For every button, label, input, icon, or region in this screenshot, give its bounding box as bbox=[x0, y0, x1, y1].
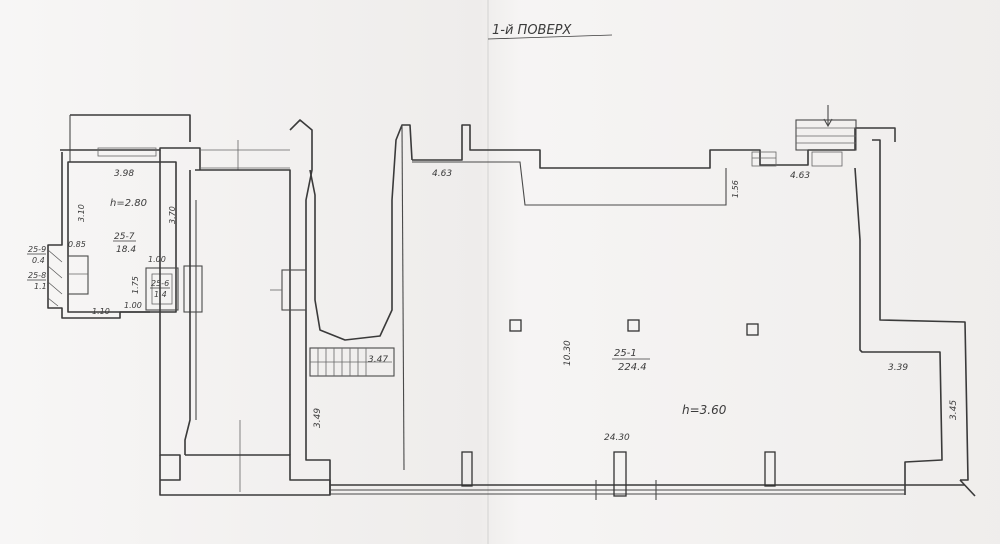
hall-right-outer bbox=[872, 139, 969, 481]
hatch-line bbox=[47, 265, 63, 279]
room-1-height: h=3.60 bbox=[682, 403, 727, 417]
dim-100a: 1.00 bbox=[148, 255, 166, 264]
room-1-id: 25-1 bbox=[614, 348, 637, 359]
dim-085: 0.85 bbox=[68, 240, 86, 249]
pier-1 bbox=[461, 451, 473, 487]
vent-box bbox=[751, 151, 777, 167]
dim-370: 3.70 bbox=[168, 206, 177, 224]
entry-box bbox=[795, 119, 857, 151]
dim-398: 3.98 bbox=[114, 169, 134, 179]
left-top-outline bbox=[70, 114, 191, 142]
title-underline bbox=[487, 34, 613, 40]
column-3 bbox=[746, 323, 759, 336]
thick-wall bbox=[289, 119, 331, 495]
dim-463b: 4.63 bbox=[790, 171, 810, 181]
facade-end bbox=[959, 479, 976, 497]
room-7-left-wall bbox=[47, 152, 150, 319]
room-8-id: 25-8 bbox=[28, 271, 46, 280]
room-1-area: 224.4 bbox=[618, 362, 647, 373]
room-7-height: h=2.80 bbox=[110, 198, 147, 209]
dim-175: 1.75 bbox=[131, 276, 140, 294]
floor-title: 1-й ПОВЕРХ bbox=[492, 23, 573, 38]
room-6-box bbox=[145, 267, 179, 311]
page-fold bbox=[487, 0, 489, 544]
left-wall-hatch bbox=[47, 249, 63, 307]
pier-2 bbox=[613, 451, 627, 497]
dim-2430: 24.30 bbox=[604, 433, 630, 443]
hall-left-wall bbox=[401, 124, 405, 471]
room-7-id: 25-7 bbox=[114, 232, 135, 242]
room-9-id: 25-9 bbox=[28, 245, 46, 254]
wall-niche bbox=[281, 269, 307, 311]
dim-1030: 10.30 bbox=[563, 340, 573, 366]
labels: 1-й ПОВЕРХ 3.98 h=2.80 3.10 3.70 25-7 18… bbox=[27, 23, 959, 443]
room-7-area: 18.4 bbox=[116, 245, 136, 255]
room-8-area: 1.1 bbox=[34, 282, 47, 291]
dim-463a: 4.63 bbox=[432, 169, 452, 179]
column-2 bbox=[627, 319, 640, 332]
room-6-area: 1.4 bbox=[154, 290, 167, 299]
dim-156: 1.56 bbox=[731, 180, 740, 198]
hatch-line bbox=[47, 297, 59, 307]
closet-8 bbox=[67, 255, 89, 295]
room-9-area: 0.4 bbox=[32, 256, 45, 265]
left-bottom-walls bbox=[159, 454, 331, 496]
hall-right-inner bbox=[854, 167, 943, 495]
stair-block bbox=[309, 347, 395, 377]
dim-345: 3.45 bbox=[949, 400, 959, 420]
stair-curved-wall bbox=[309, 124, 413, 341]
entry-arrowhead bbox=[823, 118, 833, 128]
long-room-walls bbox=[195, 169, 291, 455]
hatch-line bbox=[47, 281, 63, 295]
hall-inner-top bbox=[412, 161, 727, 206]
room-7-window bbox=[97, 147, 157, 157]
vent-box-2 bbox=[811, 151, 843, 167]
hatch-line bbox=[47, 249, 63, 263]
dim-339: 3.39 bbox=[888, 363, 908, 373]
corridor-left-wall bbox=[159, 150, 181, 481]
column-1 bbox=[509, 319, 522, 332]
corridor-inner bbox=[184, 170, 191, 455]
pier-3 bbox=[764, 451, 776, 487]
room-7-top-wall bbox=[60, 147, 201, 170]
room-6-id: 25-6 bbox=[151, 279, 169, 288]
dim-110: 1.10 bbox=[92, 307, 110, 316]
dim-100b: 1.00 bbox=[124, 301, 142, 310]
dim-349: 3.49 bbox=[313, 408, 323, 428]
main-hall-walls bbox=[309, 105, 976, 500]
room-7-inner bbox=[67, 161, 177, 313]
room-6-inner bbox=[151, 273, 173, 305]
entry-stair bbox=[751, 105, 857, 167]
left-wing-walls bbox=[47, 114, 331, 496]
dim-347: 3.47 bbox=[368, 355, 388, 365]
door-box bbox=[183, 265, 203, 313]
dim-310: 3.10 bbox=[77, 204, 86, 222]
